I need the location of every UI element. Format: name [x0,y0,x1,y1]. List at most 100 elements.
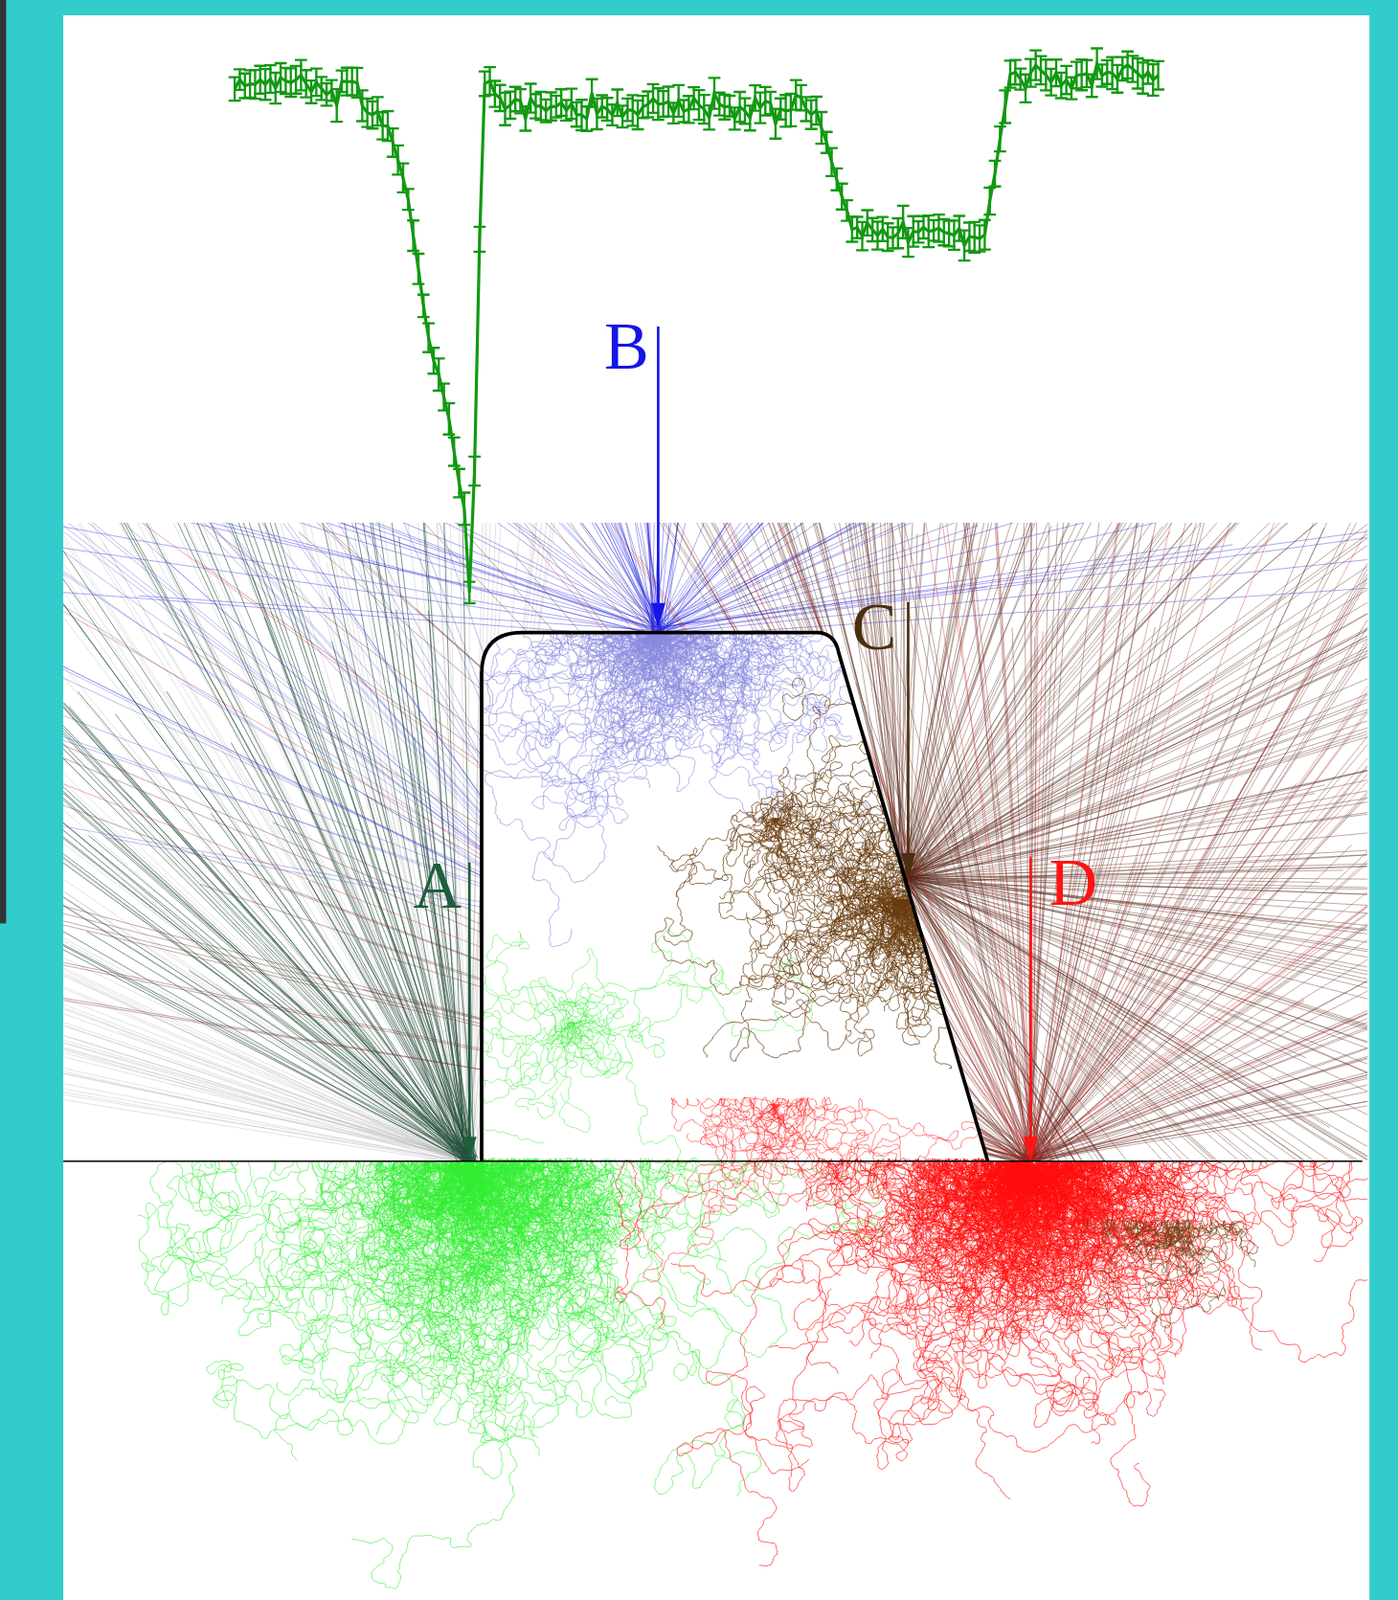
random-walk [307,1165,486,1380]
trajectory-line [163,632,1030,1159]
trajectory-line [653,0,700,632]
trajectory-line [0,201,663,630]
random-walk [900,900,1033,1058]
trajectory-line [475,0,597,1157]
error-bar-path [1151,61,1165,91]
random-walk [505,980,623,1090]
trajectory-line [0,101,571,922]
random-walk [654,428,943,644]
random-walk [405,1158,587,1210]
trajectory-line [657,428,1205,635]
trajectory-line [1025,561,1398,1163]
random-walk [614,502,856,653]
trajectory-line [762,575,1028,1167]
trajectory-line [1030,174,1398,1157]
beam-line [656,326,660,608]
random-walk [600,526,737,657]
trajectory-line [1030,631,1043,1164]
random-walk [602,530,784,646]
trajectory-line [272,822,1036,1161]
trajectory-line [907,0,1398,879]
error-bar-path [443,403,456,435]
error-bar [457,492,471,525]
trajectory-line [280,0,658,631]
random-walk [418,1012,573,1070]
trajectory-line [166,691,465,1161]
trajectory-line [905,67,1398,880]
trajectory-line [903,298,1398,877]
random-walk [463,518,701,642]
trajectory-line [0,499,660,633]
error-bar [989,160,1002,187]
trajectory-line [768,0,910,874]
trajectory-line [904,545,1398,875]
trajectory-line [1031,0,1398,1163]
trajectory-line [164,560,569,920]
random-walk [516,1003,612,1111]
random-walk [523,634,716,829]
random-walk [816,872,909,933]
random-walk [686,1097,773,1143]
trajectory-line [0,0,660,633]
trajectory-line [898,0,1398,880]
trajectory-line [898,434,1398,879]
random-walk [888,1158,1156,1353]
trajectory-line [0,936,470,1158]
trajectory-line [0,542,470,1159]
trajectory-line [1030,897,1398,1163]
trajectory-line [0,634,468,1162]
trajectory-line [622,154,654,631]
trajectory-line [796,0,899,883]
trajectory-line [885,435,1041,1160]
trajectory-line [194,0,908,878]
random-walk [540,505,659,634]
trajectory-line [0,38,474,1161]
trajectory-line [0,282,1027,1166]
random-walk [276,1158,471,1333]
trajectory-line [667,44,992,631]
trajectory-line [1026,459,1185,1160]
trajectory-line [1028,621,1398,1161]
trajectory-line [592,0,901,877]
trajectory-line [1027,554,1398,1162]
random-walk [659,563,842,650]
edge-strip [0,0,6,924]
trajectory-line [415,608,1033,1158]
random-walk [380,1158,521,1284]
random-walk [383,1158,554,1424]
trajectory-line [572,872,1028,1163]
error-bar-path [580,106,593,131]
trajectory-line [0,360,472,1160]
beam-label: B [604,313,650,381]
trajectory-line [0,645,1033,1163]
trajectory-line [0,0,473,1167]
trajectory-line [661,129,1398,630]
random-walk [614,502,745,642]
trajectory-line [0,0,477,1157]
trajectory-line [364,794,1030,1164]
trajectory-line [834,0,1031,1161]
trajectory-line [658,244,695,633]
trajectory-line [0,541,569,924]
random-walk [829,1158,1067,1470]
trajectory-line [469,0,528,1166]
substrate-surface [63,1160,1363,1163]
trajectory-line [441,92,1034,1167]
random-walk [636,425,710,644]
random-walk [486,934,602,1044]
trajectory-line [651,243,723,629]
error-bar [993,126,1007,152]
trajectory-line [1028,364,1335,1161]
trajectory-line [255,460,471,1164]
trajectory-line [907,0,1398,878]
trajectory-line [77,211,659,633]
trajectory-line [1022,171,1398,1161]
error-bar [998,90,1012,123]
trajectory-line [0,186,661,633]
error-bar [473,226,486,252]
trajectory-line [0,507,465,1161]
trajectory-line [1026,58,1398,1161]
random-walk [622,591,712,679]
trajectory-line [477,0,653,629]
trajectory-line [0,599,465,1163]
